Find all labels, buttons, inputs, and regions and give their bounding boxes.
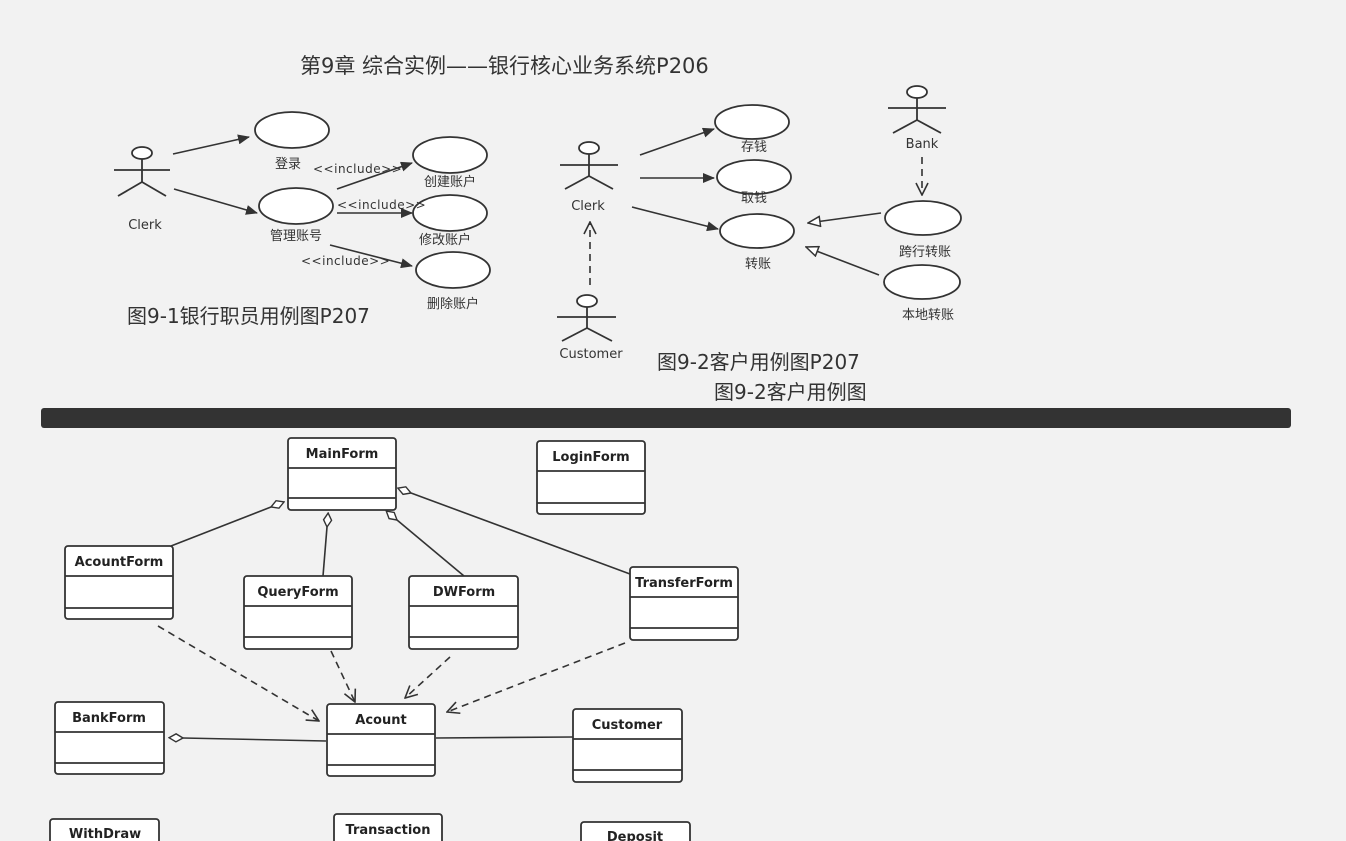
class-bankform: BankForm	[54, 701, 165, 775]
use-case-delete-account	[415, 251, 491, 289]
use-case-label-local-transfer: 本地转账	[902, 308, 954, 323]
class-name: Acount	[355, 713, 406, 728]
association-clerk-manage	[173, 188, 258, 215]
use-case-label-withdraw: 取钱	[741, 191, 767, 206]
vertical-scrollbar[interactable]	[1330, 0, 1346, 841]
class-dwform: DWForm	[408, 575, 519, 650]
class-transaction: Transaction	[333, 813, 443, 841]
include-create	[336, 161, 413, 190]
section-divider	[41, 408, 1291, 428]
use-case-label-create-account: 创建账户	[424, 174, 476, 190]
actor-label-bank: Bank	[906, 137, 939, 152]
class-queryform: QueryForm	[243, 575, 353, 650]
class-withdraw: WithDraw	[49, 818, 160, 841]
aggregation-acountform-mainform	[170, 507, 271, 547]
class-name: DWForm	[433, 585, 495, 600]
actor-label-clerk-1: Clerk	[128, 218, 162, 233]
association-acount-customer	[435, 736, 574, 739]
class-name: Deposit	[607, 830, 663, 841]
use-case-transfer	[719, 213, 795, 249]
actor-label-clerk-2: Clerk	[571, 199, 605, 214]
association-clerk-login	[172, 134, 250, 155]
generalization-local	[806, 247, 880, 276]
use-case-local-transfer	[883, 264, 961, 300]
include-label-create: <<include>>	[313, 162, 402, 176]
use-case-modify-account	[412, 194, 488, 232]
use-case-manage-account	[258, 187, 334, 225]
use-case-label-login: 登录	[275, 157, 301, 172]
aggregation-acount-bankform	[183, 738, 327, 741]
class-deposit: Deposit	[580, 821, 691, 841]
aggregation-transferform-mainform	[411, 493, 631, 575]
use-case-create-account	[412, 136, 488, 174]
class-acountform: AcountForm	[64, 545, 174, 620]
caption-diagram-2-alt: 图9-2客户用例图	[714, 380, 867, 404]
class-transferform: TransferForm	[629, 566, 739, 641]
bank-actor	[888, 85, 946, 134]
class-name: WithDraw	[69, 827, 141, 841]
use-case-label-deposit: 存钱	[741, 140, 767, 155]
use-case-deposit	[714, 104, 790, 140]
class-name: LoginForm	[552, 450, 629, 465]
dependency-dwform-acount	[405, 656, 451, 698]
class-name: MainForm	[306, 447, 379, 462]
aggregation-dwform-mainform	[397, 520, 465, 577]
use-case-interbank-transfer	[884, 200, 962, 236]
class-name: Transaction	[346, 823, 431, 838]
class-mainform: MainForm	[287, 437, 397, 511]
dependency-queryform-acount	[330, 650, 355, 702]
class-name: Customer	[592, 718, 663, 733]
use-case-withdraw	[716, 159, 792, 195]
customer-actor	[557, 294, 616, 342]
class-name: BankForm	[72, 711, 146, 726]
class-loginform: LoginForm	[536, 440, 646, 515]
class-acount: Acount	[326, 703, 436, 777]
use-case-login	[254, 111, 330, 149]
include-label-delete: <<include>>	[301, 254, 390, 268]
clerk-actor-2	[560, 141, 618, 190]
actor-label-customer: Customer	[559, 347, 623, 362]
include-label-modify: <<include>>	[337, 198, 426, 212]
use-case-label-interbank-transfer: 跨行转账	[899, 245, 951, 260]
class-name: TransferForm	[635, 576, 733, 591]
page-title: 第9章 综合实例——银行核心业务系统P206	[300, 54, 709, 78]
class-name: QueryForm	[257, 585, 338, 600]
use-case-label-transfer: 转账	[745, 257, 771, 272]
generalization-interbank	[808, 212, 882, 223]
caption-diagram-1: 图9-1银行职员用例图P207	[127, 304, 370, 328]
association-clerk-transfer	[631, 206, 719, 232]
use-case-label-manage-account: 管理账号	[270, 229, 322, 244]
caption-diagram-2: 图9-2客户用例图P207	[657, 350, 860, 374]
class-name: AcountForm	[75, 555, 164, 570]
use-case-label-modify-account: 修改账户	[419, 232, 471, 248]
include-delete	[329, 244, 413, 269]
clerk-actor-1	[114, 146, 170, 197]
class-customer: Customer	[572, 708, 683, 783]
use-case-label-delete-account: 删除账户	[427, 296, 479, 312]
aggregation-queryform-mainform	[322, 527, 327, 577]
dependency-transferform-acount	[447, 642, 626, 712]
association-clerk-deposit	[639, 127, 715, 156]
